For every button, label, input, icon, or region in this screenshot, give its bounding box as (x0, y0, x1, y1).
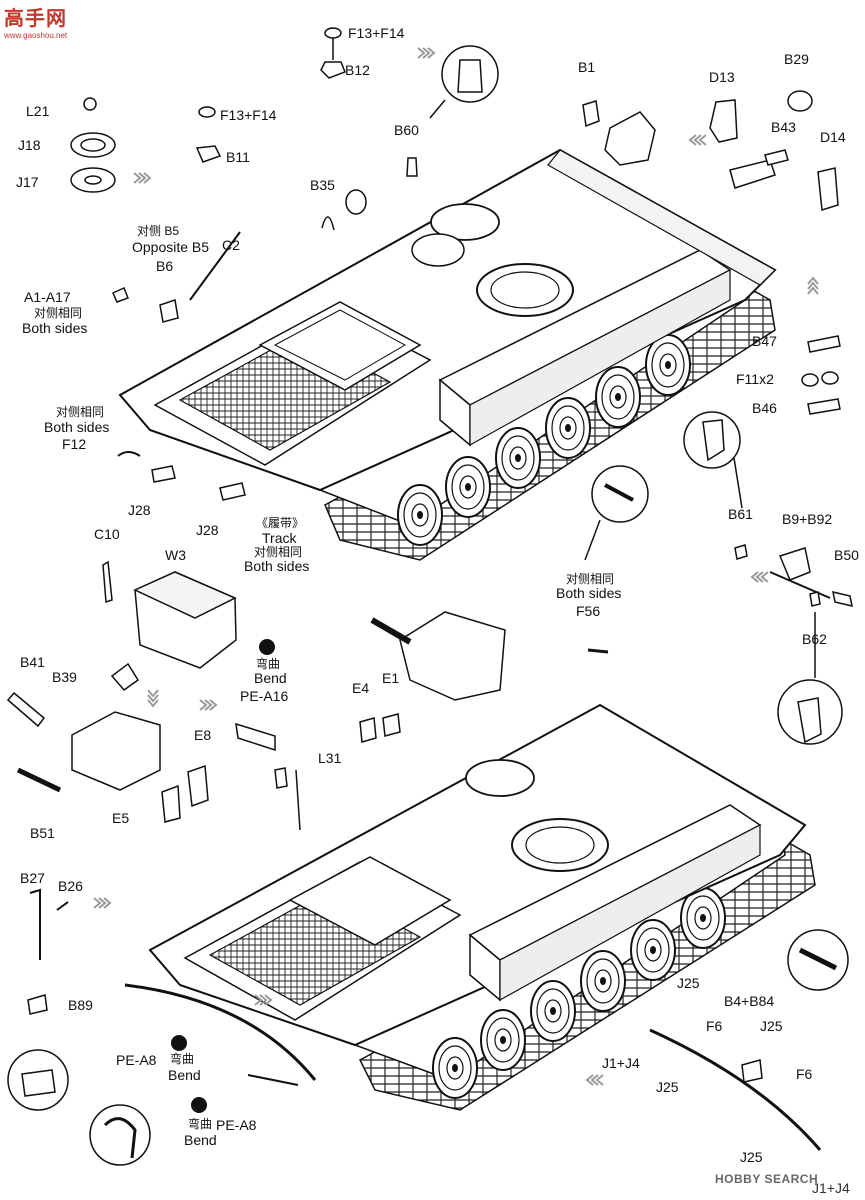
label-c2: C2 (222, 237, 240, 253)
label-f13f14-mid: F13+F14 (220, 107, 277, 123)
label-j25-a: J25 (677, 975, 700, 991)
note-track-en: Track (262, 530, 297, 546)
label-e1: E1 (382, 670, 400, 686)
note-track-both-en: Both sides (244, 558, 310, 574)
note-bend-1-cn: 弯曲 (256, 657, 281, 671)
label-d13: D13 (709, 69, 735, 85)
label-b43: B43 (771, 119, 796, 135)
note-track-cn: 《履带》 (256, 516, 305, 530)
label-w3: W3 (165, 547, 186, 563)
label-b41: B41 (20, 654, 45, 670)
label-f12: F12 (62, 436, 87, 452)
label-e5: E5 (112, 810, 130, 826)
note-both-sides-2-en: Both sides (44, 419, 110, 435)
label-b61: B61 (728, 506, 753, 522)
label-j1-j4: J1+J4 (602, 1055, 640, 1071)
label-j17: J17 (16, 174, 39, 190)
label-f13f14-top: F13+F14 (348, 25, 405, 41)
label-b12: B12 (345, 62, 370, 78)
note-both-sides-3-cn: 对侧相同 (566, 572, 615, 586)
label-b4-b84: B4+B84 (724, 993, 775, 1009)
label-j25-c: J25 (656, 1079, 679, 1095)
label-e4: E4 (352, 680, 370, 696)
label-e8: E8 (194, 727, 212, 743)
watermark: HOBBY SEARCH (715, 1172, 819, 1186)
note-track-both-cn: 对侧相同 (254, 545, 303, 559)
label-b89: B89 (68, 997, 93, 1013)
note-bend-2-en: Bend (168, 1067, 201, 1083)
label-b6: B6 (156, 258, 174, 274)
label-b11: B11 (226, 149, 250, 165)
label-f6-b: F6 (796, 1066, 813, 1082)
note-opposite-b5-en: Opposite B5 (132, 239, 210, 255)
note-opposite-b5-cn: 对侧 B5 (137, 224, 180, 238)
label-b27: B27 (20, 870, 45, 886)
label-c10: C10 (94, 526, 120, 542)
label-pe-a8-left: PE-A8 (116, 1052, 157, 1068)
bend-markers (171, 639, 275, 1113)
note-bend-3-en: Bend (184, 1132, 217, 1148)
note-both-sides-3-en: Both sides (556, 585, 622, 601)
label-b62: B62 (802, 631, 827, 647)
note-bend-3-cn: 弯曲 (188, 1117, 213, 1131)
label-b46: B46 (752, 400, 777, 416)
label-l31: L31 (318, 750, 342, 766)
label-b1: B1 (578, 59, 596, 75)
label-b47: B47 (752, 333, 777, 349)
label-b26: B26 (58, 878, 83, 894)
label-d14: D14 (820, 129, 846, 145)
logo-glyphs: 高手网 (4, 8, 67, 30)
logo-url: www.gaoshou.net (4, 31, 68, 40)
label-f11x2: F11x2 (736, 371, 774, 387)
label-pe-a16: PE-A16 (240, 688, 289, 704)
bottom-part-sketches (6, 662, 849, 1166)
label-j25-d: J25 (740, 1149, 763, 1165)
label-b39: B39 (52, 669, 77, 685)
label-f56: F56 (576, 603, 601, 619)
label-b9-b92: B9+B92 (782, 511, 833, 527)
label-j28-left: J28 (128, 502, 151, 518)
label-b51: B51 (30, 825, 55, 841)
note-both-sides-1-cn: 对侧相同 (34, 306, 83, 320)
label-b29: B29 (784, 51, 809, 67)
page-reference: J1+J4 (812, 1180, 850, 1196)
label-b50: B50 (834, 547, 859, 563)
note-both-sides-2-cn: 对侧相同 (56, 405, 105, 419)
label-a1-a17: A1-A17 (24, 289, 71, 305)
hull-top-view (118, 148, 777, 561)
top-part-sketches (70, 27, 853, 745)
label-b35: B35 (310, 177, 335, 193)
note-bend-2-cn: 弯曲 (170, 1052, 195, 1066)
label-j18: J18 (18, 137, 41, 153)
note-both-sides-1-en: Both sides (22, 320, 88, 336)
label-j25-b: J25 (760, 1018, 783, 1034)
hull-bottom-view (148, 611, 816, 1111)
site-logo: 高手网 www.gaoshou.net (4, 2, 76, 54)
label-b60: B60 (394, 122, 419, 138)
label-f6-a: F6 (706, 1018, 723, 1034)
label-j28-right: J28 (196, 522, 219, 538)
label-l21: L21 (26, 103, 50, 119)
note-bend-1-en: Bend (254, 670, 287, 686)
label-pe-a8-right: PE-A8 (216, 1117, 257, 1133)
